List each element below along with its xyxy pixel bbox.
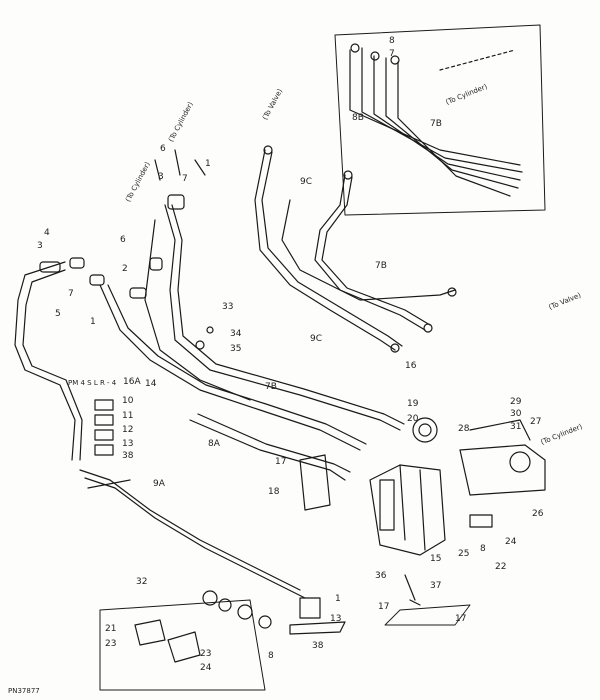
callout-label: 12	[122, 425, 134, 435]
callout-label: 7	[389, 49, 395, 59]
callout-label: 7B	[430, 119, 442, 129]
callout-label: 9C	[300, 177, 313, 187]
callout-label: 9C	[310, 334, 323, 344]
callout-label: 24	[200, 663, 212, 673]
callout-label: 17	[455, 614, 467, 624]
callout-label: 29	[510, 397, 522, 407]
callout-label: 10	[122, 396, 134, 406]
callout-label: 37	[430, 581, 442, 591]
callout-label: 5	[55, 309, 61, 319]
callout-label: 7	[182, 174, 188, 184]
callout-label: 15	[430, 554, 442, 564]
callout-label: 30	[510, 409, 522, 419]
callout-label: 7B	[375, 261, 387, 271]
callout-label: 32	[136, 577, 148, 587]
pipes-8a-9a	[14, 204, 405, 599]
callout-label: 18	[268, 487, 280, 497]
callout-label: 6	[120, 235, 126, 245]
callout-label: 1	[205, 159, 211, 169]
callout-label: 19	[407, 399, 419, 409]
callout-label: 4	[44, 228, 50, 238]
callout-label: 24	[505, 537, 517, 547]
callout-label: 16	[405, 361, 417, 371]
callout-label: 14	[145, 379, 157, 389]
callout-label: 13	[122, 439, 134, 449]
callout-label: 23	[200, 649, 212, 659]
callout-label: 17	[275, 457, 287, 467]
callout-label: 26	[532, 509, 544, 519]
fittings-left	[39, 149, 214, 350]
callout-label: 35	[230, 344, 242, 354]
callout-label: 6	[160, 144, 166, 154]
clamp-stack	[87, 399, 131, 489]
callout-label: 38	[122, 451, 134, 461]
callout-label: 2	[122, 264, 128, 274]
callout-label: 8	[389, 36, 395, 46]
callout-label: 20	[407, 414, 419, 424]
callout-label: 16A	[123, 377, 141, 387]
callout-label: 38	[312, 641, 324, 651]
callout-label: 25	[458, 549, 470, 559]
valve-assembly	[299, 417, 546, 626]
callout-label: 8	[480, 544, 486, 554]
destination-note: PM 4 S L R - 4	[68, 379, 117, 387]
inset-detail-box	[334, 24, 546, 216]
callout-label: 34	[230, 329, 242, 339]
callout-label: 27	[530, 417, 542, 427]
callout-label: 3	[37, 241, 43, 251]
callout-label: 3	[158, 172, 164, 182]
callout-label: 31	[510, 422, 522, 432]
callout-label: 22	[495, 562, 507, 572]
callout-label: 7B	[265, 382, 277, 392]
callout-label: 33	[222, 302, 234, 312]
callout-label: 17	[378, 602, 390, 612]
pipes-9c	[254, 145, 457, 353]
callout-label: 28	[458, 424, 470, 434]
figure-id: PN37877	[8, 687, 40, 695]
callout-label: 1	[90, 317, 96, 327]
callout-label: 23	[105, 639, 117, 649]
callout-label: 21	[105, 624, 117, 634]
callout-label: 11	[122, 411, 134, 421]
callout-label: 1	[335, 594, 341, 604]
callout-label: 13	[330, 614, 342, 624]
callout-label: 9A	[153, 479, 165, 489]
callout-label: 36	[375, 571, 387, 581]
callout-label: 8	[268, 651, 274, 661]
callout-label: 7	[68, 289, 74, 299]
bottom-parts-box	[99, 590, 346, 691]
callout-label: 8A	[208, 439, 220, 449]
callout-label: 8B	[352, 113, 364, 123]
